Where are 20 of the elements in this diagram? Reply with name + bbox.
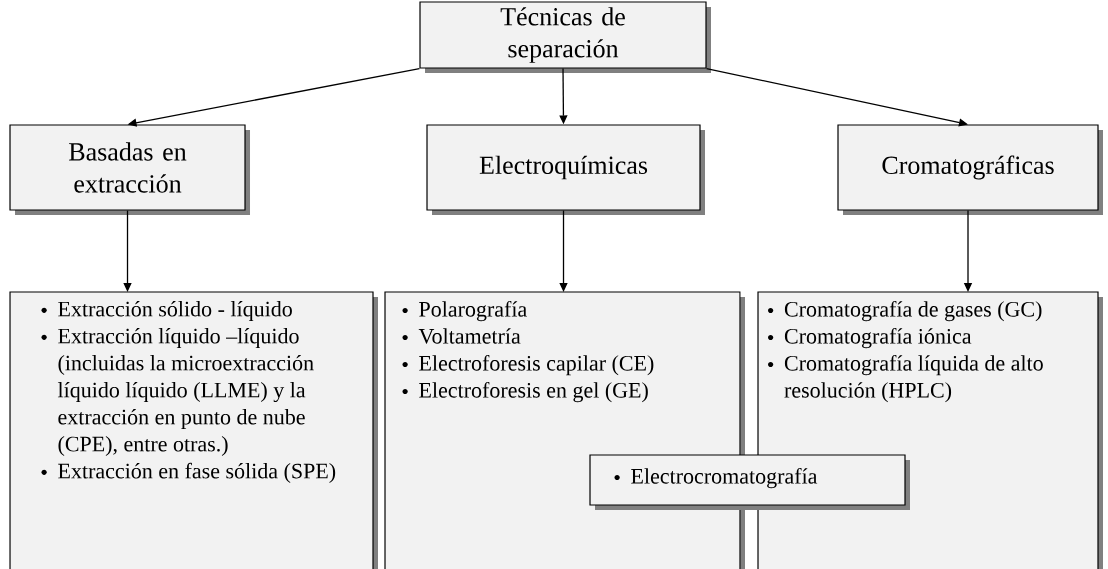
- list-item: Polarografía: [419, 301, 527, 322]
- list-item: Electroforesis en gel (GE): [419, 382, 648, 403]
- list-item: Extracción líquido –líquido (incluidas la microextracción líquido líquido (LLME) y la extracción en punto de nube (CPE), entre otras.): [57, 328, 314, 456]
- list-item: Extracción en fase sólida (SPE): [58, 462, 336, 483]
- category-box: Electroquímicas: [426, 124, 705, 215]
- list-item: Cromatografía líquida de alto resolución (HPLC): [784, 355, 1043, 403]
- list-item: Voltametría: [418, 328, 521, 344]
- category-box: Técnicas de separación: [419, 1, 711, 73]
- list-item: Extracción sólido - líquido: [58, 301, 292, 321]
- list-item: Electrocromatografía: [631, 468, 818, 489]
- list-box: [9, 291, 378, 569]
- category-box: Cromatográficas: [837, 124, 1103, 215]
- list-box: [589, 454, 910, 510]
- arrow: [559, 209, 568, 292]
- arrow: [123, 209, 132, 292]
- list-item: Cromatografía iónica: [784, 328, 972, 349]
- list-item: Cromatografía de gases (GC): [784, 301, 1042, 322]
- list-item: Electroforesis capilar (CE): [419, 355, 654, 376]
- arrow: [705, 67, 968, 127]
- category-box: Basadas en extracción: [9, 124, 250, 215]
